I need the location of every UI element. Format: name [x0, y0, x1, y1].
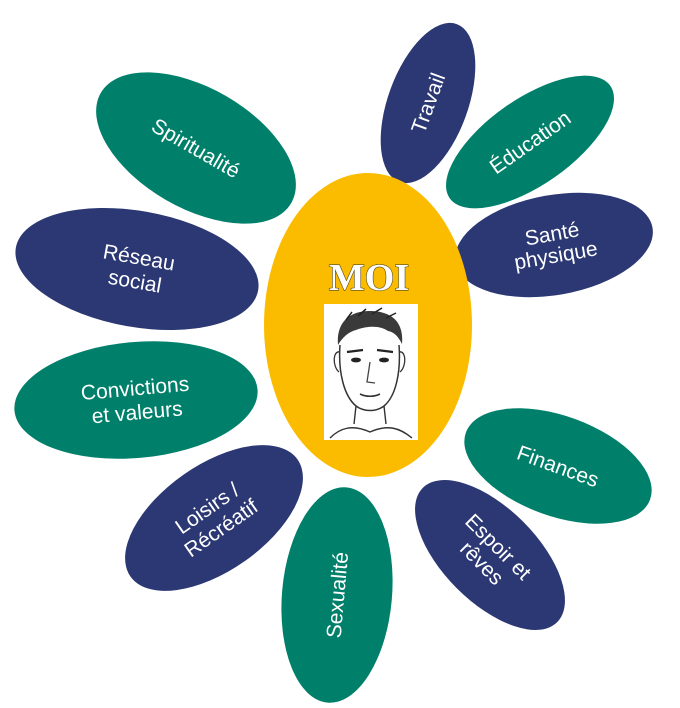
center-title: MOI [329, 257, 409, 299]
petal-education: Éducation [446, 75, 614, 209]
petal-shape [14, 341, 258, 459]
petal-shape [15, 208, 259, 330]
petal-shape [464, 408, 652, 524]
petal-shape [446, 75, 614, 209]
petal-shape [125, 445, 303, 591]
petal-finances: Finances [464, 408, 652, 524]
hair-strands [345, 307, 397, 321]
brows [346, 348, 394, 354]
petal-shape [415, 480, 565, 630]
mouth [359, 393, 381, 398]
face-outline [338, 344, 401, 412]
center-circle: MOI [264, 173, 472, 477]
petals: TravailÉducationSantéphysiqueFinancesEsp… [14, 22, 653, 703]
petal-sexualite: Sexualité [281, 487, 393, 703]
portrait-sketch [324, 304, 418, 440]
petal-shape [281, 487, 393, 703]
ear-left [333, 351, 341, 373]
nose [366, 361, 376, 384]
petal-shape [96, 72, 296, 224]
petal-loisirs: Loisirs /Récréatif [125, 445, 303, 591]
petal-shape [455, 192, 653, 298]
petal-spiritualite: Spiritualité [96, 72, 296, 224]
eye-right [379, 357, 389, 363]
neck-collar [329, 405, 413, 439]
petal-travail: Travail [380, 22, 476, 184]
hair-shape [337, 310, 403, 345]
eye-left [351, 357, 361, 363]
ear-right [398, 351, 406, 373]
petal-shape [380, 22, 476, 184]
